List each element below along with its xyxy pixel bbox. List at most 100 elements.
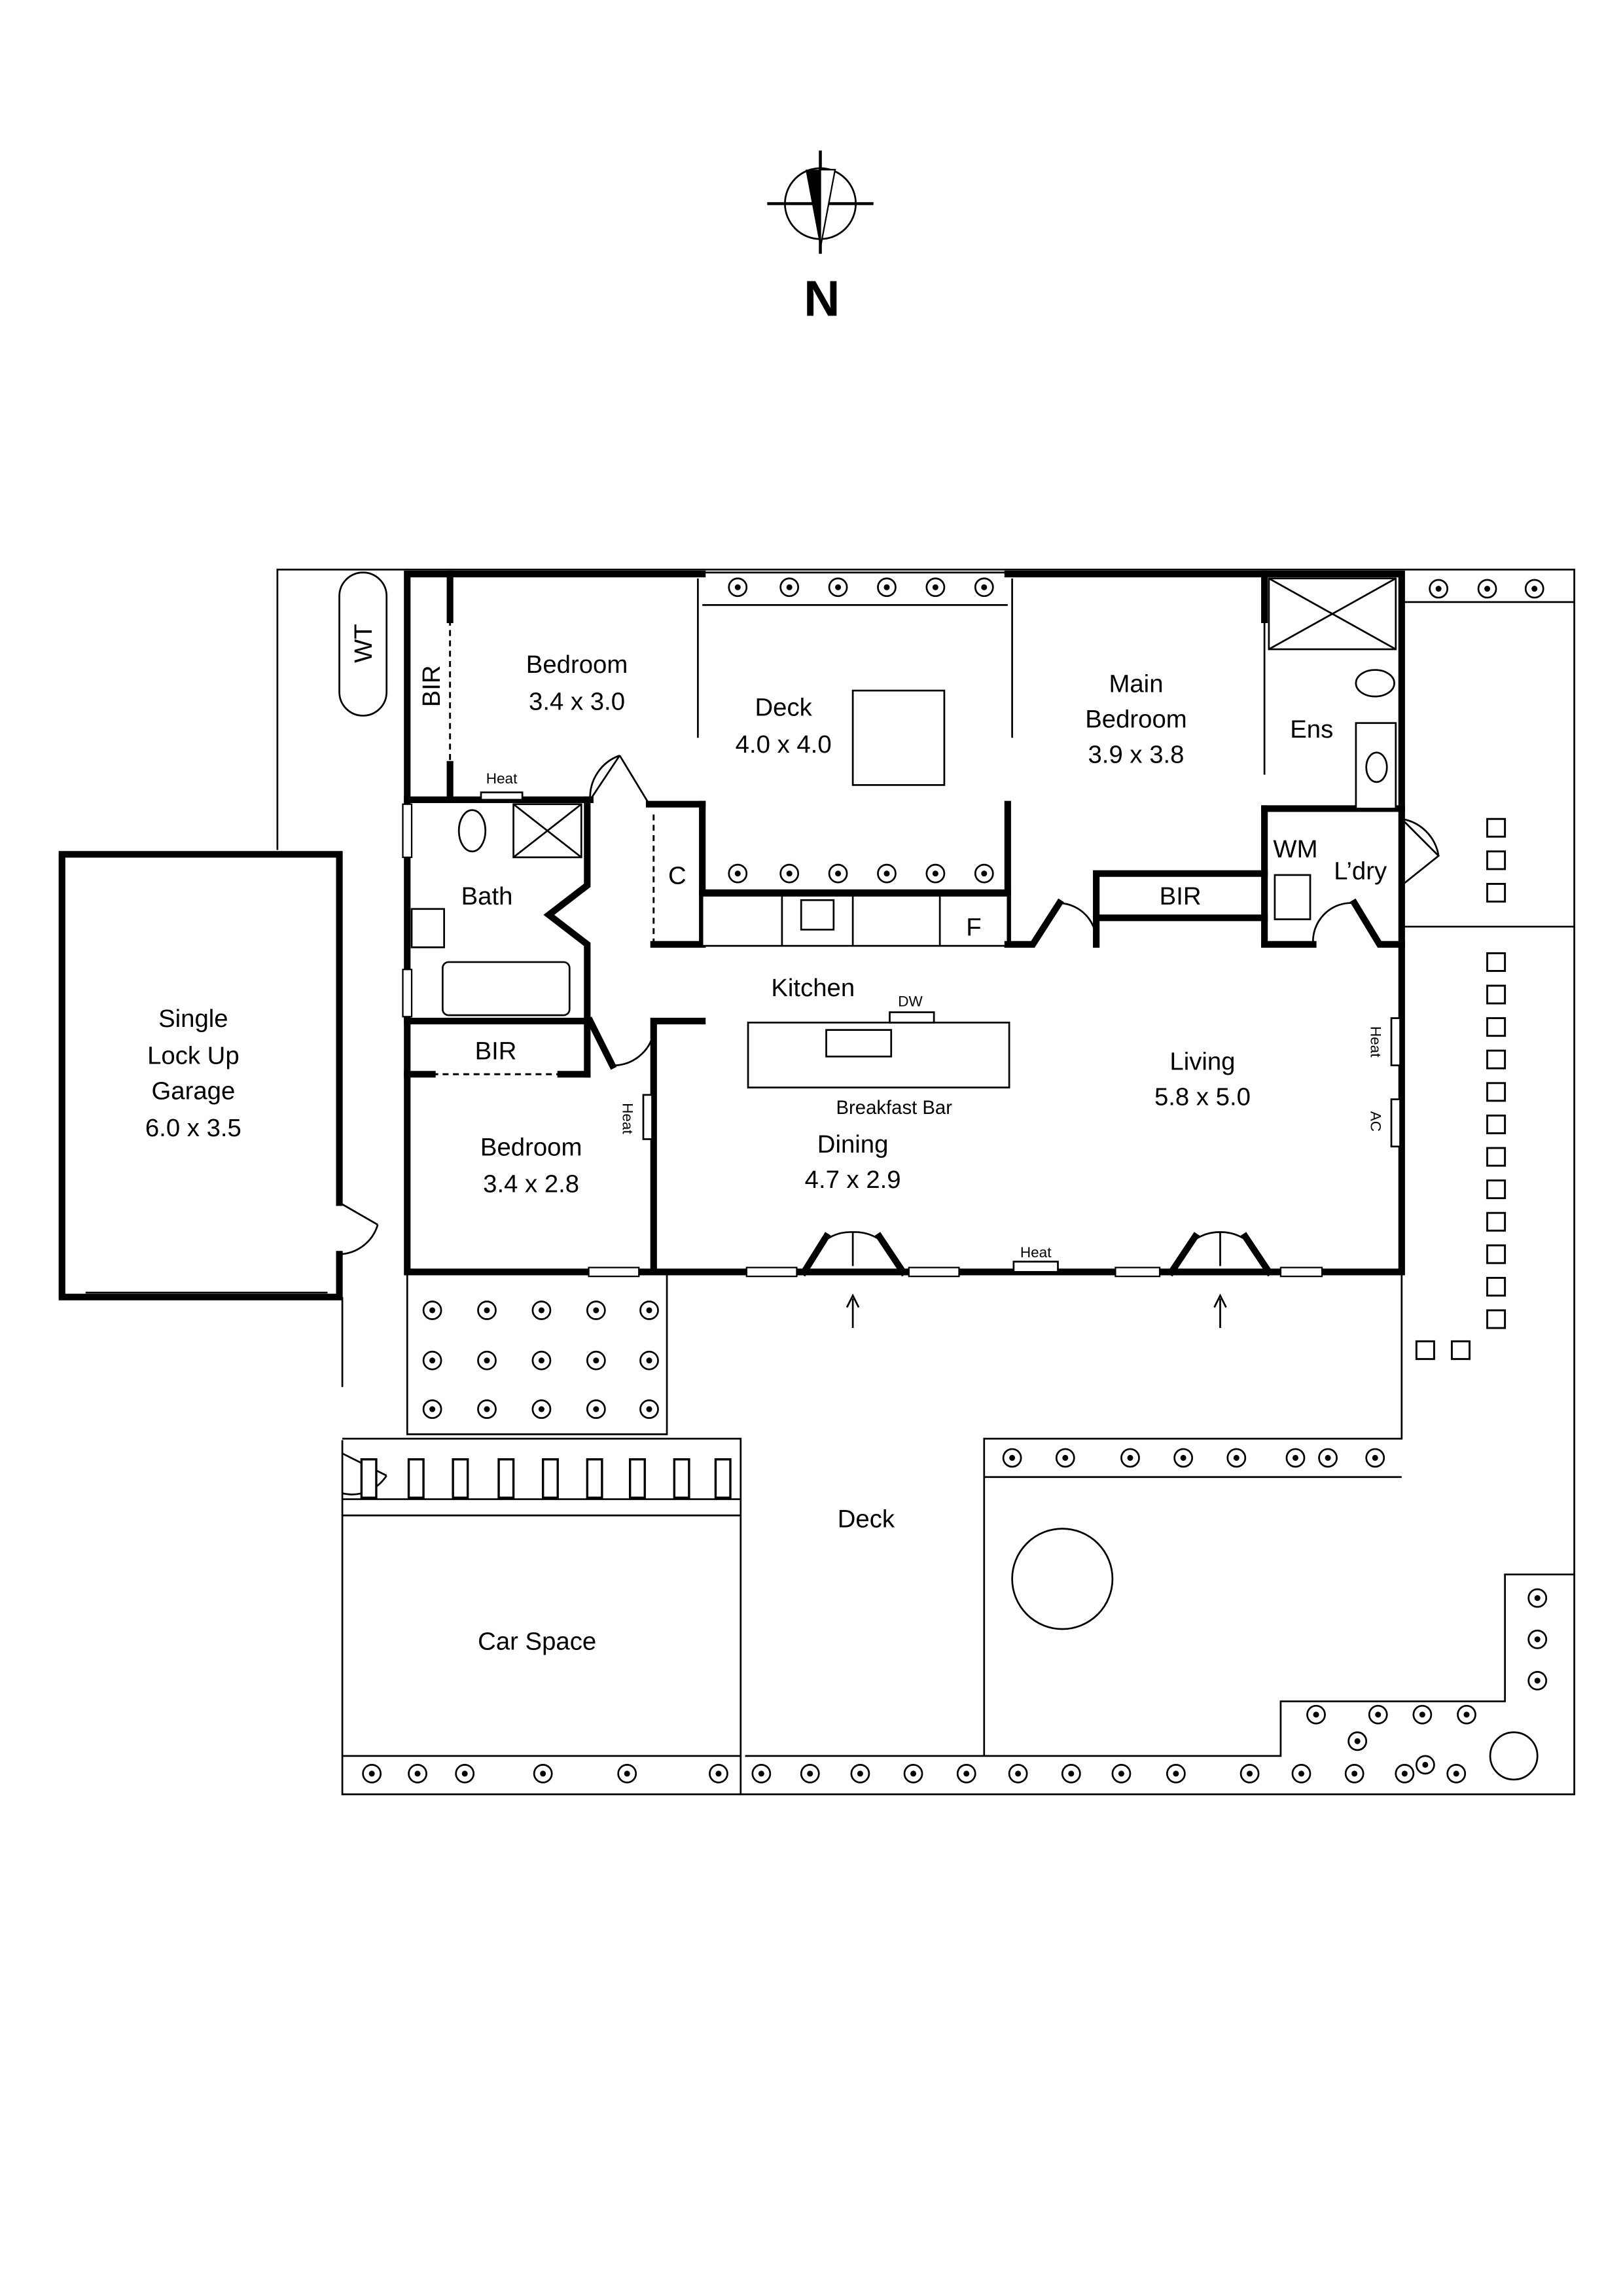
plant-center xyxy=(429,1406,436,1412)
plant-center xyxy=(1351,1770,1358,1777)
paver xyxy=(1486,1309,1507,1329)
plant-center xyxy=(593,1307,599,1314)
plant-center xyxy=(786,584,793,590)
plant-center xyxy=(624,1770,630,1777)
plant-center xyxy=(1009,1454,1016,1461)
garage xyxy=(58,851,379,1300)
plant-center xyxy=(1180,1454,1186,1461)
plant-center xyxy=(368,1770,375,1777)
house-walls xyxy=(404,570,1440,1329)
plant-center xyxy=(538,1406,544,1412)
property-boundary xyxy=(276,568,1575,1795)
dining-french-doors[interactable] xyxy=(825,1231,880,1266)
paver xyxy=(1486,1276,1507,1297)
plant-center xyxy=(1422,1761,1429,1768)
dining-size: 4.7 x 2.9 xyxy=(805,1166,901,1194)
plant-center xyxy=(1292,1454,1298,1461)
plant-center xyxy=(1068,1770,1075,1777)
plant-center xyxy=(807,1770,813,1777)
bath-heat-label: Heat xyxy=(486,770,518,787)
bollard xyxy=(673,1458,690,1499)
plant-center xyxy=(484,1307,490,1314)
fridge-label: F xyxy=(966,913,981,941)
bedroom1-size: 3.4 x 3.0 xyxy=(529,687,625,715)
plant-center xyxy=(414,1770,421,1777)
bedroom2-label: Bedroom xyxy=(480,1133,582,1161)
deck-inner-size: 4.0 x 4.0 xyxy=(736,730,832,759)
compass-north-label: N xyxy=(804,271,840,327)
main-bedroom-label-1: Main xyxy=(1109,670,1163,698)
plant-center xyxy=(1372,1454,1378,1461)
plant-center xyxy=(646,1406,652,1412)
paver xyxy=(1486,1114,1507,1134)
bedroom2-size: 3.4 x 2.8 xyxy=(483,1170,579,1198)
plant-center xyxy=(1118,1770,1124,1777)
plant-center xyxy=(1534,1636,1541,1643)
garage-door[interactable] xyxy=(338,1202,379,1255)
plant-center xyxy=(1484,586,1491,592)
laundry-trough-icon xyxy=(1274,874,1311,920)
garage-label-line3: Garage xyxy=(151,1077,235,1105)
main-bedroom-size: 3.9 x 3.8 xyxy=(1088,741,1185,769)
paver xyxy=(1486,1049,1507,1069)
windows xyxy=(402,803,1323,1278)
plant-center xyxy=(461,1770,468,1777)
sink-icon xyxy=(825,1029,893,1058)
living-heat-label: Heat xyxy=(1367,1026,1383,1058)
ensuite-vanity xyxy=(1355,722,1397,810)
plant-center xyxy=(1419,1712,1425,1718)
laundry-label: L’dry xyxy=(1334,857,1387,886)
garage-label-line1: Single xyxy=(158,1005,228,1033)
plant-center xyxy=(1463,1712,1470,1718)
plant-center xyxy=(857,1770,863,1777)
plant-center xyxy=(1173,1770,1179,1777)
kitchen-cabinets xyxy=(701,895,1009,947)
plant-center xyxy=(538,1307,544,1314)
paver xyxy=(1486,1179,1507,1200)
plant-center xyxy=(734,870,741,877)
cooktop-icon xyxy=(800,899,835,931)
water-tank xyxy=(338,571,388,717)
outdoor-areas xyxy=(342,1272,1575,1795)
north-compass-icon xyxy=(767,150,874,254)
dishwasher xyxy=(889,1011,935,1024)
entry-arrow-icon xyxy=(1213,1293,1227,1329)
living-ac-label: AC xyxy=(1367,1111,1383,1132)
plant-center xyxy=(835,870,842,877)
water-tank-label: WT xyxy=(349,624,378,663)
closet-label: C xyxy=(668,861,687,889)
garage-size: 6.0 x 3.5 xyxy=(145,1114,241,1142)
garden-plants xyxy=(362,577,1548,1784)
living-ac-unit xyxy=(1390,1098,1401,1148)
bath-heater xyxy=(480,791,524,801)
plant-center xyxy=(1325,1454,1331,1461)
garage-label-line2: Lock Up xyxy=(147,1041,240,1069)
plant-center xyxy=(429,1307,436,1314)
bollard xyxy=(541,1458,559,1499)
window xyxy=(1279,1266,1323,1278)
bedroom1-label: Bedroom xyxy=(526,651,628,679)
plant-center xyxy=(981,584,988,590)
plant-center xyxy=(883,870,890,877)
plant-center xyxy=(1247,1770,1253,1777)
bollard xyxy=(360,1458,378,1499)
paver xyxy=(1486,1017,1507,1037)
living-french-doors[interactable] xyxy=(1194,1231,1246,1266)
ensuite-basin-icon xyxy=(1365,751,1388,783)
plant-center xyxy=(484,1406,490,1412)
plant-center xyxy=(1531,586,1538,592)
breakfast-bar-label: Breakfast Bar xyxy=(836,1097,953,1119)
plant-center xyxy=(1534,1677,1541,1684)
bath-label: Bath xyxy=(461,882,513,910)
main-bedroom-label-2: Bedroom xyxy=(1085,705,1186,733)
bollard xyxy=(629,1458,646,1499)
bollard xyxy=(586,1458,603,1499)
plant-center xyxy=(883,584,890,590)
bath-basin-icon xyxy=(410,908,445,948)
plant-center xyxy=(835,584,842,590)
living-size: 5.8 x 5.0 xyxy=(1154,1083,1251,1111)
bollard xyxy=(452,1458,469,1499)
paver xyxy=(1486,952,1507,972)
plant-center xyxy=(1015,1770,1022,1777)
wm-label: WM xyxy=(1273,835,1317,863)
